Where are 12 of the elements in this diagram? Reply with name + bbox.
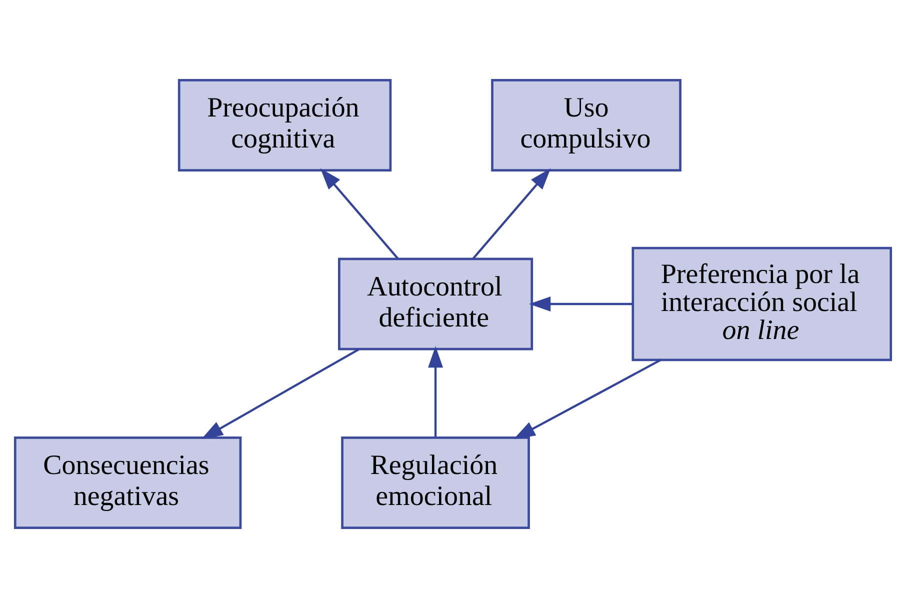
arrow: [529, 296, 633, 312]
arrow: [201, 348, 360, 439]
node-box: Preferencia por la interacción social on line: [632, 246, 892, 361]
node-box: Preocupación cognitiva: [178, 78, 392, 172]
arrow: [514, 358, 662, 439]
arrow: [320, 168, 399, 259]
node-box: Regulación emocional: [341, 436, 530, 528]
arrow: [428, 346, 444, 437]
arrow: [472, 168, 551, 259]
node-box: Uso compulsivo: [491, 78, 682, 172]
node-box: Consecuencias negativas: [14, 436, 242, 528]
node-box: Autocontrol deficiente: [338, 257, 534, 350]
